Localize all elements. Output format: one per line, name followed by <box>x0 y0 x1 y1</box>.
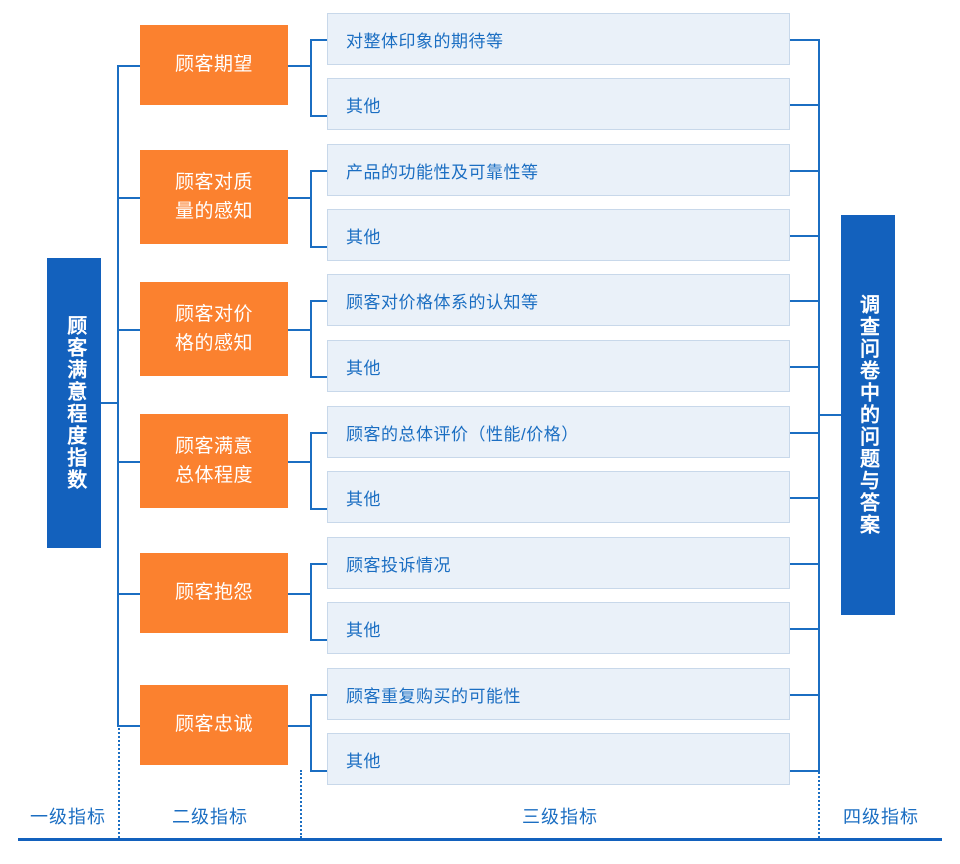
connector-group-1-to-level3-2 <box>310 115 329 117</box>
level3-label-10: 其他 <box>346 620 381 640</box>
connector-level3-6-out <box>790 366 820 368</box>
connector-level2-4-out <box>288 461 312 463</box>
level2-label-6: 顾客忠诚 <box>174 714 253 736</box>
legend-label-2: 二级指标 <box>120 802 300 830</box>
connector-level3-12-out <box>790 770 820 772</box>
connector-group-2-to-level3-2 <box>310 246 329 248</box>
connector-level3-7-out <box>790 432 820 434</box>
level3-box-5[interactable]: 顾客对价格体系的认知等 <box>327 274 790 326</box>
level2-box-6[interactable]: 顾客忠诚 <box>140 685 288 765</box>
level3-label-2: 其他 <box>346 96 381 116</box>
level4-label: 调查问卷中的问题与答案 <box>856 294 879 536</box>
level3-label-12: 其他 <box>346 751 381 771</box>
connector-trunk-to-level2-5 <box>117 593 142 595</box>
connector-trunk-to-level2-6 <box>117 725 142 727</box>
level3-box-11[interactable]: 顾客重复购买的可能性 <box>327 668 790 720</box>
legend-text-2: 二级指标 <box>172 807 248 827</box>
legend-separator-2 <box>300 770 302 838</box>
connector-level3-2-out <box>790 104 820 106</box>
level3-label-7: 顾客的总体评价（性能/价格） <box>346 424 579 444</box>
level3-box-6[interactable]: 其他 <box>327 340 790 392</box>
level3-box-10[interactable]: 其他 <box>327 602 790 654</box>
connector-level3-1-out <box>790 39 820 41</box>
level2-box-5[interactable]: 顾客抱怨 <box>140 553 288 633</box>
level3-label-3: 产品的功能性及可靠性等 <box>346 162 539 182</box>
level3-label-9: 顾客投诉情况 <box>346 555 451 575</box>
connector-level2-1-out <box>288 65 312 67</box>
bracket-group-5 <box>310 563 312 641</box>
level1-label: 顾客满意程度指数 <box>63 315 86 491</box>
connector-level2-3-out <box>288 329 312 331</box>
connector-level3-5-out <box>790 300 820 302</box>
bracket-group-1 <box>310 39 312 117</box>
level3-label-1: 对整体印象的期待等 <box>346 31 504 51</box>
level2-label-3: 顾客对价格的感知 <box>174 303 253 354</box>
legend-separator-3 <box>818 772 820 838</box>
level2-box-4[interactable]: 顾客满意总体程度 <box>140 414 288 508</box>
trunk-level1-to-level2 <box>117 65 119 725</box>
connector-level3-4-out <box>790 235 820 237</box>
connector-level3-8-out <box>790 497 820 499</box>
connector-group-4-to-level3-1 <box>310 432 329 434</box>
level3-box-1[interactable]: 对整体印象的期待等 <box>327 13 790 65</box>
connector-group-6-to-level3-1 <box>310 694 329 696</box>
level2-box-1[interactable]: 顾客期望 <box>140 25 288 105</box>
level3-label-8: 其他 <box>346 489 381 509</box>
legend-text-1: 一级指标 <box>30 807 106 827</box>
legend-label-4: 四级指标 <box>820 802 942 830</box>
connector-group-3-to-level3-1 <box>310 300 329 302</box>
connector-trunk-to-level2-1 <box>117 65 142 67</box>
level3-label-6: 其他 <box>346 358 381 378</box>
bracket-group-6 <box>310 694 312 772</box>
level3-box-7[interactable]: 顾客的总体评价（性能/价格） <box>327 406 790 458</box>
bracket-group-3 <box>310 300 312 378</box>
level3-label-4: 其他 <box>346 227 381 247</box>
level3-label-5: 顾客对价格体系的认知等 <box>346 292 539 312</box>
connector-trunk-to-level4 <box>818 414 843 416</box>
level3-box-3[interactable]: 产品的功能性及可靠性等 <box>327 144 790 196</box>
level3-box-12[interactable]: 其他 <box>327 733 790 785</box>
connector-level2-2-out <box>288 197 312 199</box>
level4-box-questionnaire[interactable]: 调查问卷中的问题与答案 <box>841 215 895 615</box>
connector-group-3-to-level3-2 <box>310 376 329 378</box>
level2-box-2[interactable]: 顾客对质量的感知 <box>140 150 288 244</box>
level3-label-11: 顾客重复购买的可能性 <box>346 686 521 706</box>
legend-separator-1 <box>118 725 120 838</box>
level2-label-2: 顾客对质量的感知 <box>174 171 253 222</box>
connector-level2-6-out <box>288 725 312 727</box>
level3-box-2[interactable]: 其他 <box>327 78 790 130</box>
connector-trunk-to-level2-4 <box>117 461 142 463</box>
level2-box-3[interactable]: 顾客对价格的感知 <box>140 282 288 376</box>
level1-box-customer-satisfaction-index[interactable]: 顾客满意程度指数 <box>47 258 101 548</box>
trunk-level3-to-level4 <box>818 39 820 772</box>
connector-group-4-to-level3-2 <box>310 508 329 510</box>
level3-box-4[interactable]: 其他 <box>327 209 790 261</box>
legend-baseline <box>18 838 942 841</box>
level2-label-1: 顾客期望 <box>174 54 253 76</box>
connector-group-6-to-level3-2 <box>310 770 329 772</box>
level3-box-8[interactable]: 其他 <box>327 471 790 523</box>
connector-group-5-to-level3-1 <box>310 563 329 565</box>
connector-group-2-to-level3-1 <box>310 170 329 172</box>
connector-group-1-to-level3-1 <box>310 39 329 41</box>
level3-box-9[interactable]: 顾客投诉情况 <box>327 537 790 589</box>
connector-level3-11-out <box>790 694 820 696</box>
legend-label-3: 三级指标 <box>302 802 818 830</box>
legend-text-3: 三级指标 <box>522 807 598 827</box>
connector-trunk-to-level2-2 <box>117 197 142 199</box>
connector-group-5-to-level3-2 <box>310 639 329 641</box>
connector-trunk-to-level2-3 <box>117 329 142 331</box>
level2-label-5: 顾客抱怨 <box>174 582 253 604</box>
connector-level2-5-out <box>288 593 312 595</box>
connector-level3-10-out <box>790 628 820 630</box>
legend-label-1: 一级指标 <box>18 802 118 830</box>
level2-label-4: 顾客满意总体程度 <box>174 435 253 486</box>
connector-level1-to-trunk <box>100 402 119 404</box>
legend-text-4: 四级指标 <box>843 807 919 827</box>
bracket-group-4 <box>310 432 312 510</box>
connector-level3-3-out <box>790 170 820 172</box>
connector-level3-9-out <box>790 563 820 565</box>
bracket-group-2 <box>310 170 312 248</box>
